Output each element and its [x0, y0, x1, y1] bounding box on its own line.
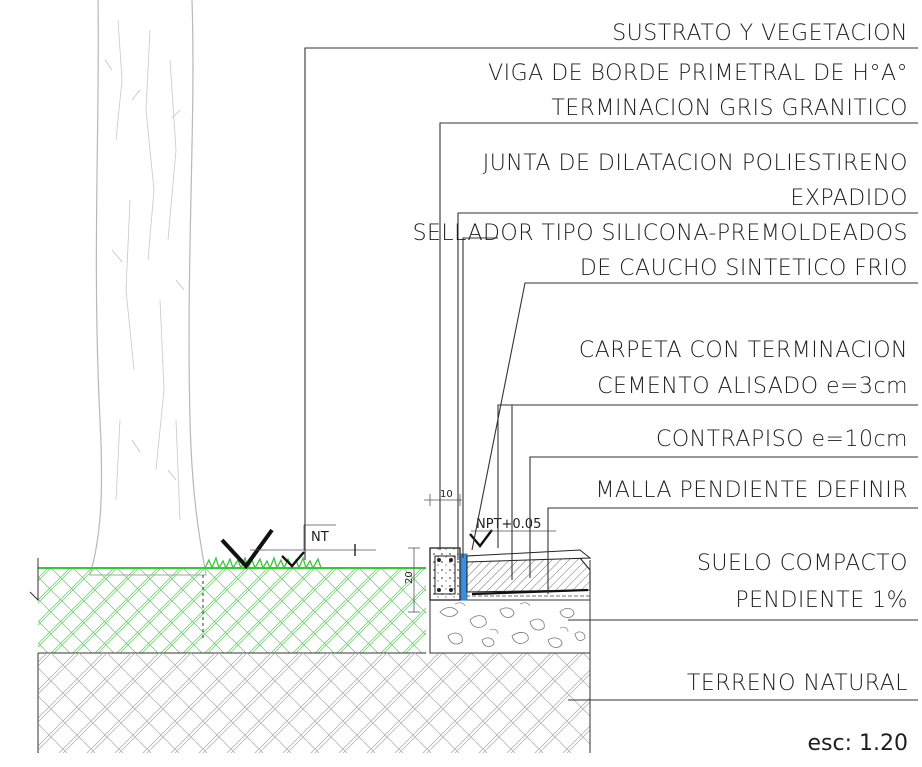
- npt-label: NPT+0.05: [476, 517, 541, 532]
- label-terreno: TERRENO NATURAL: [687, 671, 908, 696]
- label-suelo-1: SUELO COMPACTO: [697, 551, 908, 576]
- compacted-soil: [429, 599, 591, 654]
- label-carpeta-2: CEMENTO ALISADO e=3cm: [597, 374, 908, 399]
- label-sustrato: SUSTRATO Y VEGETACION: [612, 21, 908, 46]
- nt-label: NT: [311, 530, 329, 545]
- label-sellador-2: DE CAUCHO SINTETICO FRIO: [580, 256, 908, 281]
- dimension-marks: 20 10: [404, 489, 462, 613]
- label-junta-2: EXPADIDO: [790, 186, 908, 211]
- nt-level-mark: NT: [220, 524, 376, 570]
- label-junta-1: JUNTA DE DILATACION POLIESTIRENO: [483, 151, 908, 176]
- natural-terrain: [37, 560, 591, 753]
- beam-height-dim: 20: [404, 571, 415, 584]
- vegetation-layer: [29, 556, 426, 654]
- label-malla: MALLA PENDIENTE DEFINIR: [595, 478, 908, 503]
- tree-trunk: [89, 0, 207, 576]
- beam-width-dim: 10: [440, 489, 453, 500]
- floor-package: [466, 549, 592, 597]
- scale-label: esc: 1.20: [808, 731, 908, 756]
- label-viga-2: TERMINACION GRIS GRANITICO: [551, 96, 908, 121]
- edge-beam: [429, 547, 461, 601]
- label-contrapiso: CONTRAPISO e=10cm: [656, 427, 908, 452]
- label-carpeta-1: CARPETA CON TERMINACION: [579, 338, 908, 363]
- expansion-joint: [460, 553, 468, 601]
- callout-labels: SUSTRATO Y VEGETACION VIGA DE BORDE PRIM…: [413, 21, 908, 756]
- leader-lines: [304, 47, 918, 701]
- label-sellador-1: SELLADOR TIPO SILICONA-PREMOLDEADOS: [413, 221, 908, 246]
- label-viga-1: VIGA DE BORDE PRIMETRAL DE H°A°: [488, 61, 908, 86]
- label-suelo-2: PENDIENTE 1%: [735, 588, 908, 613]
- npt-level-mark: NPT+0.05: [469, 517, 556, 548]
